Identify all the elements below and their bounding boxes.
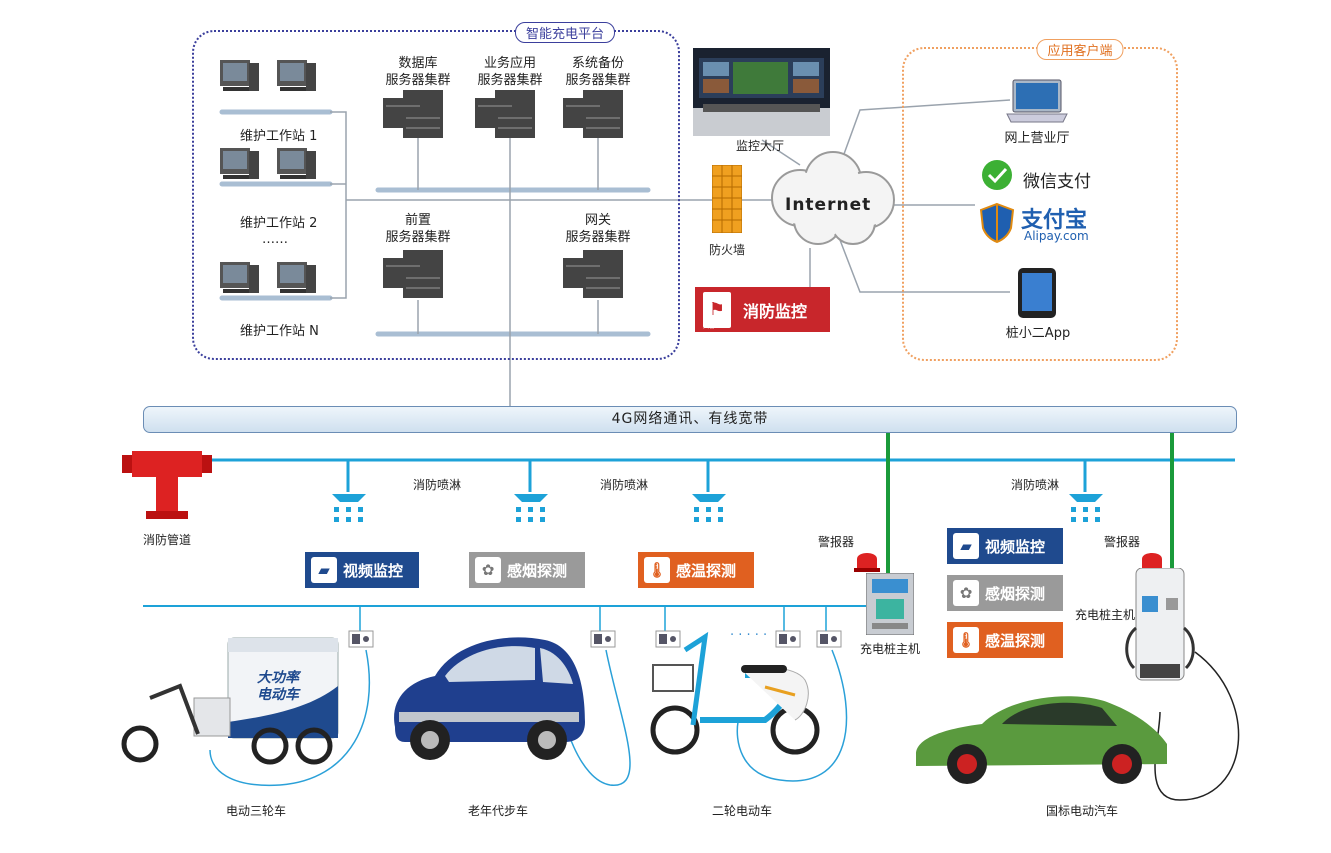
camera-icon: ▰ [953, 533, 979, 559]
monitor-hall-image [693, 48, 830, 136]
thermometer-icon: 🌡 [953, 627, 979, 653]
network-bus: 4G网络通讯、有线宽带 [143, 406, 1237, 433]
monitor-hall-label: 监控大厅 [735, 139, 785, 153]
workstation-computers-icon [220, 60, 316, 293]
backup-cluster-label: 系统备份服务器集群 [565, 56, 631, 88]
temp-detect-tag: 🌡感温探测 [638, 552, 754, 588]
gateway-server-cluster-icon [563, 250, 623, 298]
laptop-icon [1006, 79, 1068, 123]
fire-pipe-hydrant-icon [122, 451, 212, 519]
sprinkler-icon [1069, 494, 1103, 522]
sprinkler-icon [332, 494, 366, 522]
smoke-icon: ✿ [953, 580, 979, 606]
smoke-detect-tag: ✿感烟探测 [469, 552, 585, 588]
internet-cloud-icon [771, 151, 895, 245]
mini-car-label: 老年代步车 [467, 804, 529, 818]
socket-icon [655, 630, 681, 648]
db-cluster-label: 数据库服务器集群 [385, 56, 451, 88]
alarm-siren-icon [854, 553, 880, 572]
camera-icon: ▰ [311, 557, 337, 583]
online-hall-label: 网上营业厅 [1004, 131, 1070, 146]
fire-extinguisher-icon: ⚑ [703, 291, 731, 328]
ev-charging-pile-icon [1125, 568, 1195, 681]
video-monitor-tag: ▰视频监控 [305, 552, 419, 588]
alarm-label-1: 警报器 [818, 535, 855, 549]
wechat-pay-icon [982, 160, 1012, 190]
temp-detect-tag-2: 🌡感温探测 [947, 622, 1063, 658]
firewall-icon [712, 165, 742, 233]
socket-icon [816, 630, 842, 648]
tricycle-box-text: 大功率电动车 [257, 670, 299, 703]
fire-monitor-panel: ⚑ 消防监控 火警119 [695, 287, 830, 332]
fire-monitor-label: 消防监控 [743, 301, 808, 321]
sprinkler-icon [692, 494, 726, 522]
wechat-pay-label: 微信支付 [1023, 172, 1091, 192]
sprinkler-label-3: 消防喷淋 [1011, 478, 1060, 492]
tablet-icon [1018, 268, 1056, 318]
workstation-2-label: 维护工作站 2 [240, 216, 318, 231]
app-cluster-label: 业务应用服务器集群 [477, 56, 543, 88]
sprinkler-label-1: 消防喷淋 [413, 478, 462, 492]
alipay-shield-icon [979, 202, 1015, 244]
smoke-icon: ✿ [475, 557, 501, 583]
electric-tricycle-image [121, 637, 339, 765]
firewall-label: 防火墙 [708, 243, 746, 257]
front-server-cluster-icon [383, 250, 443, 298]
alipay-domain: Alipay.com [1024, 229, 1089, 243]
workstation-ellipsis: …… [262, 232, 288, 247]
socket-icon [775, 630, 801, 648]
charger-host-label-2: 充电桩主机 [1075, 608, 1136, 622]
thermometer-icon: 🌡 [644, 557, 670, 583]
db-server-cluster-icon [383, 90, 443, 138]
app-label: 桩小二App [1005, 326, 1071, 341]
platform-box [192, 30, 680, 360]
mini-car-image [394, 637, 585, 760]
alarm-label-2: 警报器 [1104, 535, 1141, 549]
internet-label: Internet [785, 195, 872, 215]
tricycle-label: 电动三轮车 [225, 804, 287, 818]
client-title: 应用客户端 [1036, 39, 1124, 60]
ev-car-label: 国标电动汽车 [1045, 804, 1119, 818]
backup-server-cluster-icon [563, 90, 623, 138]
charger-host-cabinet-icon [866, 573, 914, 635]
gateway-cluster-label: 网关服务器集群 [565, 213, 631, 245]
sprinkler-label-2: 消防喷淋 [600, 478, 649, 492]
socket-icon [590, 630, 616, 648]
alipay-brand: 支付宝 [1021, 208, 1088, 233]
ebike-label: 二轮电动车 [711, 804, 773, 818]
app-server-cluster-icon [475, 90, 535, 138]
socket-ellipsis: · · · · · [730, 628, 768, 643]
workstation-1-label: 维护工作站 1 [240, 129, 318, 144]
platform-title: 智能充电平台 [514, 22, 616, 43]
front-cluster-label: 前置服务器集群 [385, 213, 451, 245]
charger-host-label-1: 充电桩主机 [860, 642, 921, 656]
socket-icon [348, 630, 374, 648]
video-monitor-tag-2: ▰视频监控 [947, 528, 1063, 564]
workstation-n-label: 维护工作站 N [240, 324, 319, 339]
fire-pipe-label: 消防管道 [143, 533, 192, 547]
electric-bike-image [650, 631, 820, 755]
sprinkler-icon [514, 494, 548, 522]
ev-car-image [916, 696, 1167, 784]
smoke-detect-tag-2: ✿感烟探测 [947, 575, 1063, 611]
fire-alarm-sign: 火警119 [703, 323, 727, 330]
